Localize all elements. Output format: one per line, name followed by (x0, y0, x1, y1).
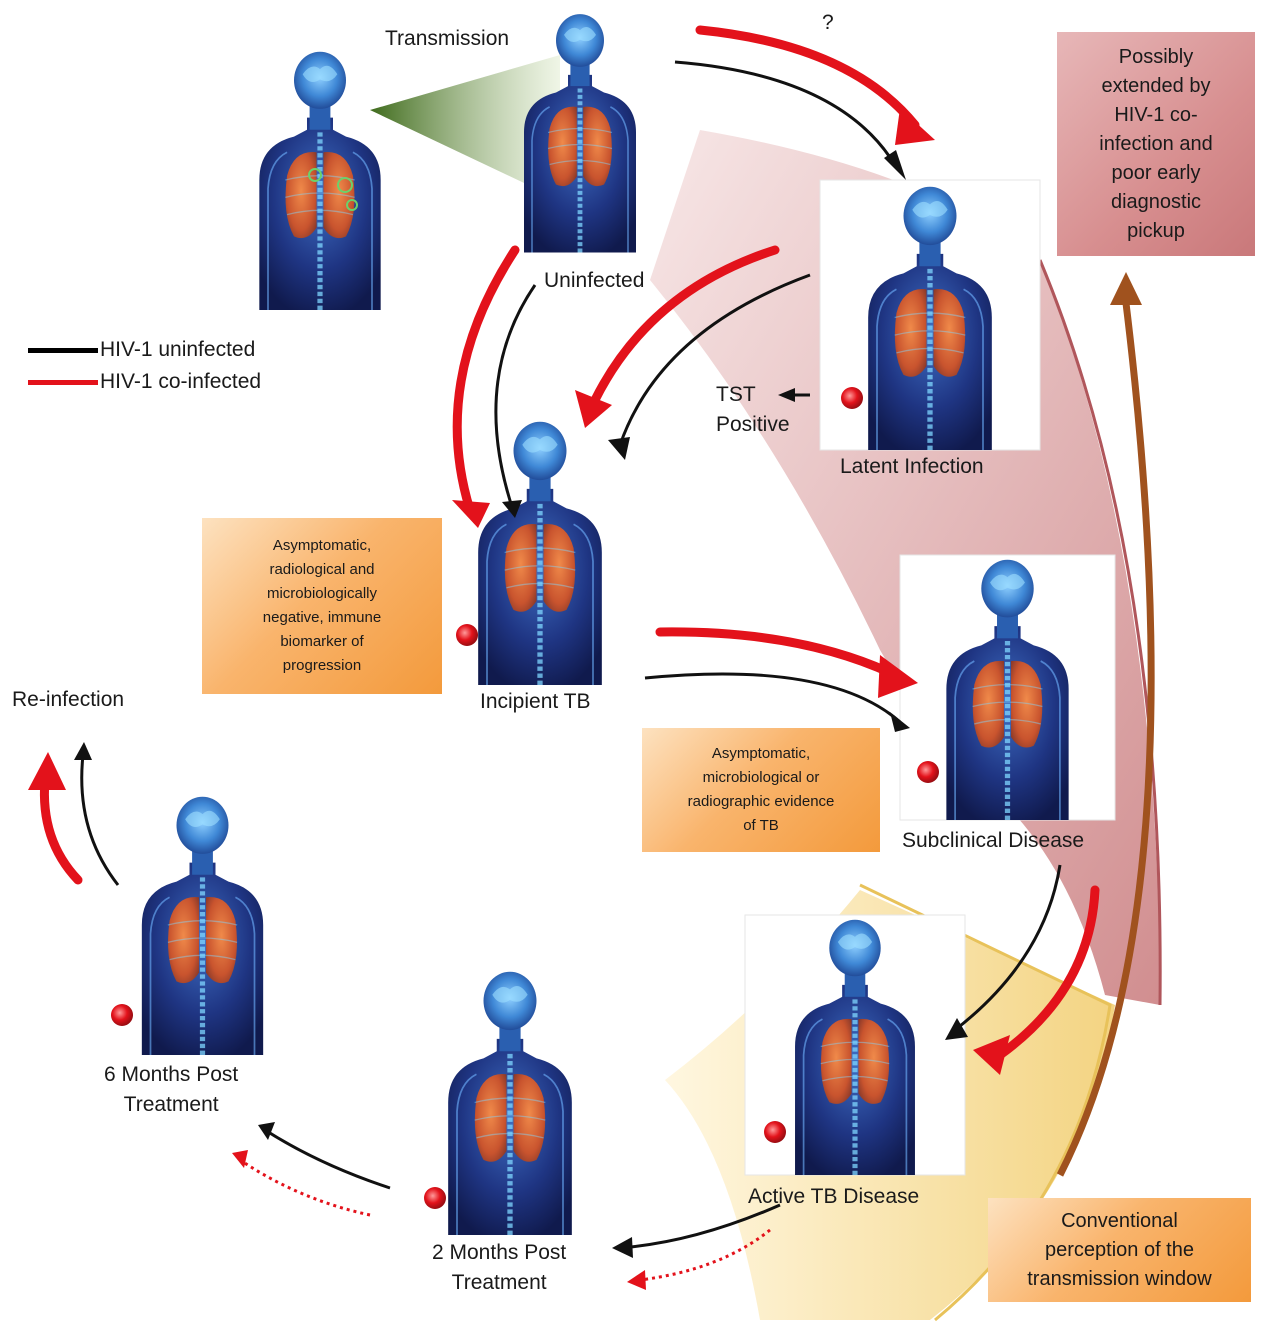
incipient-desc-line: progression (263, 654, 381, 678)
extended-line: pickup (1099, 217, 1212, 246)
figure-subclinical (900, 555, 1115, 820)
red-arrow-uninfected-incipient (457, 250, 515, 510)
subclinical-desc-line: microbiological or (688, 766, 835, 790)
extended-line: Possibly (1099, 43, 1212, 72)
label-active: Active TB Disease (748, 1182, 919, 1212)
figure-six-months (111, 797, 263, 1055)
legend-uninfected: HIV-1 uninfected (28, 338, 255, 362)
label-two-months-line1: 2 Months Post (432, 1238, 566, 1268)
incipient-desc-line: microbiologically (263, 582, 381, 606)
conventional-line: perception of the (1027, 1236, 1212, 1265)
extended-line: diagnostic (1099, 188, 1212, 217)
conventional-window-box: Conventional perception of the transmiss… (988, 1198, 1251, 1302)
subclinical-description-box: Asymptomatic, microbiological or radiogr… (642, 728, 880, 852)
legend-black-line (28, 348, 98, 353)
figure-two-months (424, 972, 572, 1235)
label-six-months: 6 Months Post Treatment (104, 1060, 238, 1121)
red-arrow-incipient-subclinical (660, 632, 895, 675)
extended-line: HIV-1 co- (1099, 101, 1212, 130)
incipient-desc-line: negative, immune (263, 606, 381, 630)
figure-infected-source (259, 52, 380, 310)
label-six-months-line2: Treatment (104, 1090, 238, 1120)
figure-latent (820, 180, 1040, 450)
figure-incipient (456, 422, 602, 685)
legend-coinfected: HIV-1 co-infected (28, 370, 261, 394)
label-transmission: Transmission (385, 24, 509, 54)
label-question: ? (822, 8, 834, 38)
incipient-desc-line: radiological and (263, 558, 381, 582)
extended-window-box: Possibly extended by HIV-1 co- infection… (1057, 32, 1255, 256)
legend-red-line (28, 380, 98, 385)
label-incipient: Incipient TB (480, 687, 591, 717)
subclinical-desc-line: radiographic evidence (688, 790, 835, 814)
label-six-months-line1: 6 Months Post (104, 1060, 238, 1090)
extended-line: infection and (1099, 130, 1212, 159)
label-tst: TST Positive (716, 380, 790, 441)
figure-active (745, 915, 965, 1175)
red-arrow-reinfection (44, 780, 78, 880)
label-two-months: 2 Months Post Treatment (432, 1238, 566, 1299)
extended-line: poor early (1099, 159, 1212, 188)
incipient-desc-line: biomarker of (263, 630, 381, 654)
incipient-desc-line: Asymptomatic, (263, 534, 381, 558)
extended-line: extended by (1099, 72, 1212, 101)
label-two-months-line2: Treatment (432, 1268, 566, 1298)
conventional-line: Conventional (1027, 1207, 1212, 1236)
label-latent: Latent Infection (840, 452, 984, 482)
subclinical-desc-line: Asymptomatic, (688, 742, 835, 766)
label-reinfection: Re-infection (12, 685, 124, 715)
conventional-line: transmission window (1027, 1265, 1212, 1294)
label-uninfected: Uninfected (544, 266, 644, 296)
label-subclinical: Subclinical Disease (902, 826, 1084, 856)
label-tst-line2: Positive (716, 410, 790, 440)
legend-coinfected-text: HIV-1 co-infected (100, 370, 261, 394)
legend-uninfected-text: HIV-1 uninfected (100, 338, 255, 362)
label-tst-line1: TST (716, 380, 790, 410)
subclinical-desc-line: of TB (688, 814, 835, 838)
incipient-description-box: Asymptomatic, radiological and microbiol… (202, 518, 442, 694)
red-arrow-uninfected-latent (700, 30, 915, 125)
figure-uninfected (524, 14, 636, 252)
